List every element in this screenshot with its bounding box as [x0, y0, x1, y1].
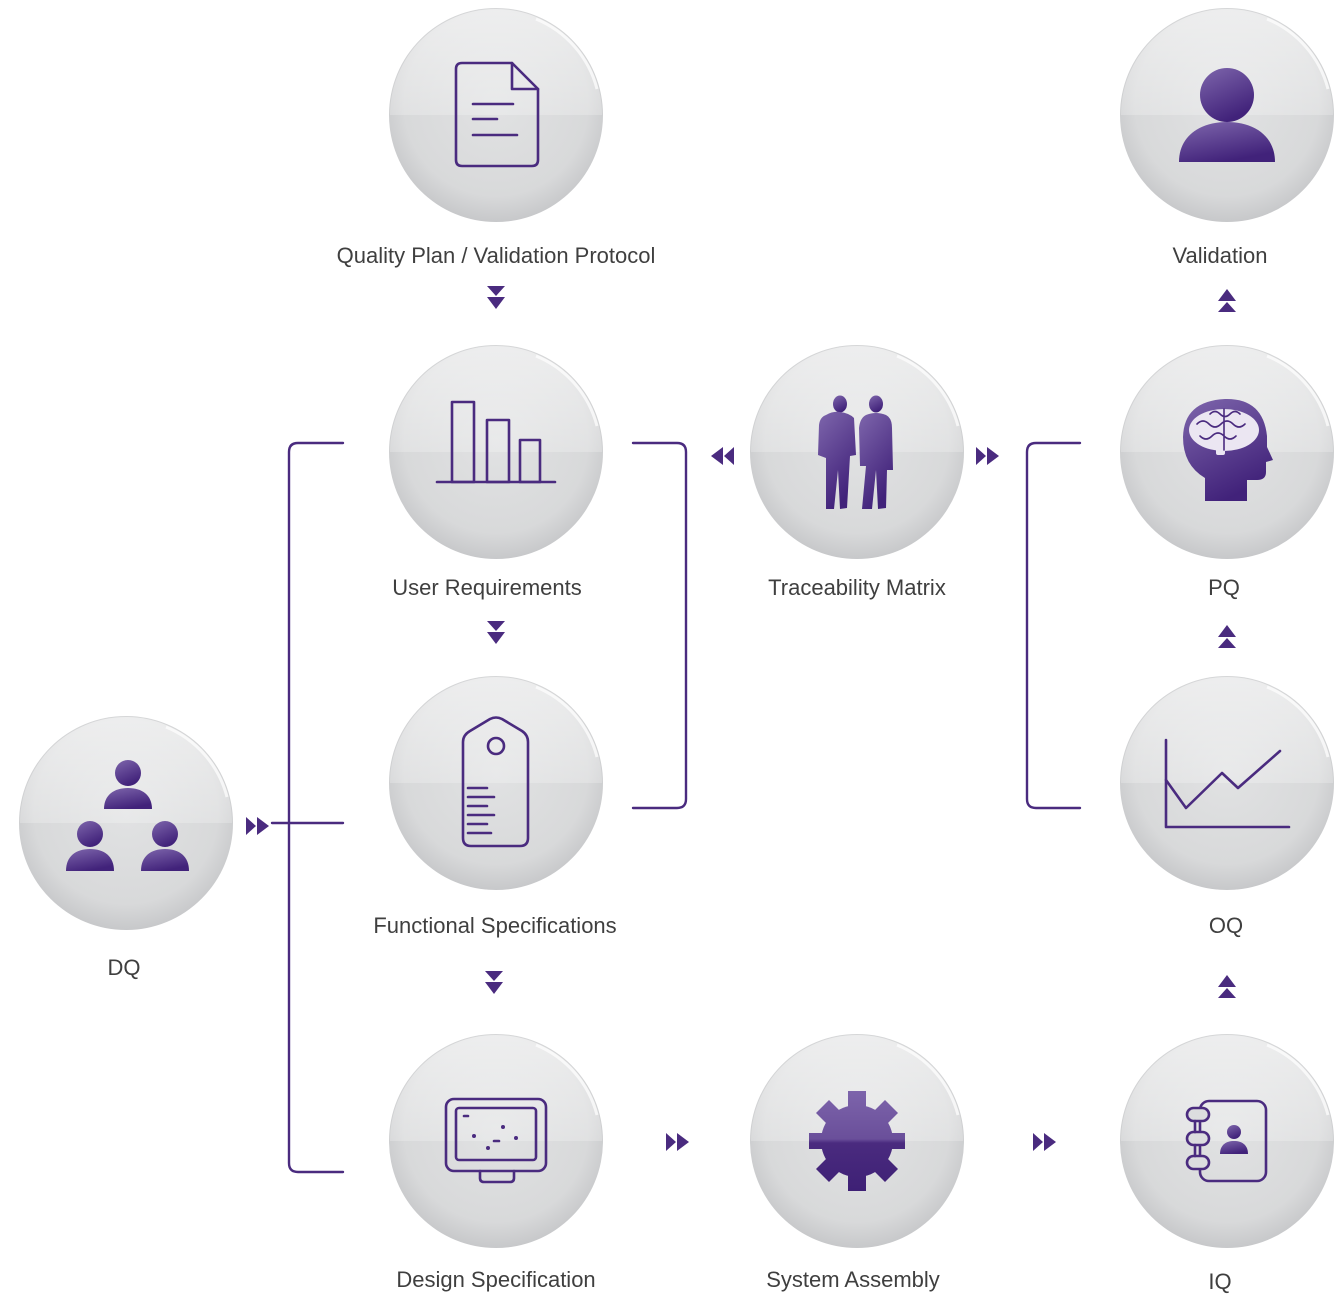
functional-specifications-label: Functional Specifications — [373, 913, 616, 938]
node-functional-specifications: Functional Specifications — [373, 674, 617, 938]
node-validation: Validation — [1118, 6, 1336, 268]
iq-label: IQ — [1208, 1269, 1231, 1294]
node-system-assembly: System Assembly — [748, 1032, 966, 1292]
requirements-bracket — [631, 441, 688, 810]
dq-label: DQ — [108, 955, 141, 980]
arrow-left-icon — [711, 447, 734, 465]
arrow-up-icon — [1218, 975, 1236, 998]
tag-icon — [461, 716, 530, 848]
arrow-right-icon — [976, 447, 999, 465]
node-disc — [1118, 674, 1336, 892]
node-iq: IQ — [1118, 1032, 1336, 1294]
node-quality-plan: Quality Plan / Validation Protocol — [337, 6, 656, 268]
qualification-bracket — [1025, 441, 1082, 810]
quality-plan-label: Quality Plan / Validation Protocol — [337, 243, 656, 268]
system-assembly-label: System Assembly — [766, 1267, 940, 1292]
arrow-down-icon — [487, 621, 505, 644]
pq-label: PQ — [1208, 575, 1240, 600]
node-traceability-matrix: Traceability Matrix — [748, 343, 966, 600]
node-user-requirements: User Requirements — [387, 343, 605, 600]
arrow-down-icon — [485, 971, 503, 994]
address-book-icon — [1185, 1099, 1268, 1183]
validation-label: Validation — [1173, 243, 1268, 268]
node-pq: PQ — [1118, 343, 1336, 600]
two-people-icon — [818, 395, 893, 509]
team-icon — [66, 760, 189, 871]
node-disc — [748, 343, 966, 561]
dq-bracket — [287, 441, 345, 1174]
monitor-icon — [444, 1097, 548, 1184]
arrow-up-icon — [1218, 289, 1236, 312]
traceability-matrix-label: Traceability Matrix — [768, 575, 946, 600]
arrow-down-icon — [487, 286, 505, 309]
node-disc — [387, 343, 605, 561]
node-disc — [1118, 1032, 1336, 1250]
arrow-right-icon — [246, 817, 269, 835]
node-disc — [387, 6, 605, 224]
person-icon — [1179, 68, 1275, 162]
node-dq: DQ — [17, 714, 235, 980]
node-oq: OQ — [1118, 674, 1336, 938]
design-specification-label: Design Specification — [396, 1267, 595, 1292]
arrow-right-icon — [1033, 1133, 1056, 1151]
arrows — [246, 286, 1236, 1151]
connectors — [270, 441, 1082, 1174]
bar-chart-icon — [435, 400, 557, 484]
document-icon — [454, 61, 540, 168]
head-brain-icon — [1183, 398, 1273, 501]
node-disc — [17, 714, 235, 932]
node-disc — [387, 674, 605, 892]
arrow-right-icon — [666, 1133, 689, 1151]
arrow-up-icon — [1218, 625, 1236, 648]
gear-icon — [809, 1091, 905, 1191]
oq-label: OQ — [1209, 913, 1243, 938]
node-design-specification: Design Specification — [387, 1032, 605, 1292]
line-chart-icon — [1164, 738, 1291, 829]
user-requirements-label: User Requirements — [392, 575, 582, 600]
